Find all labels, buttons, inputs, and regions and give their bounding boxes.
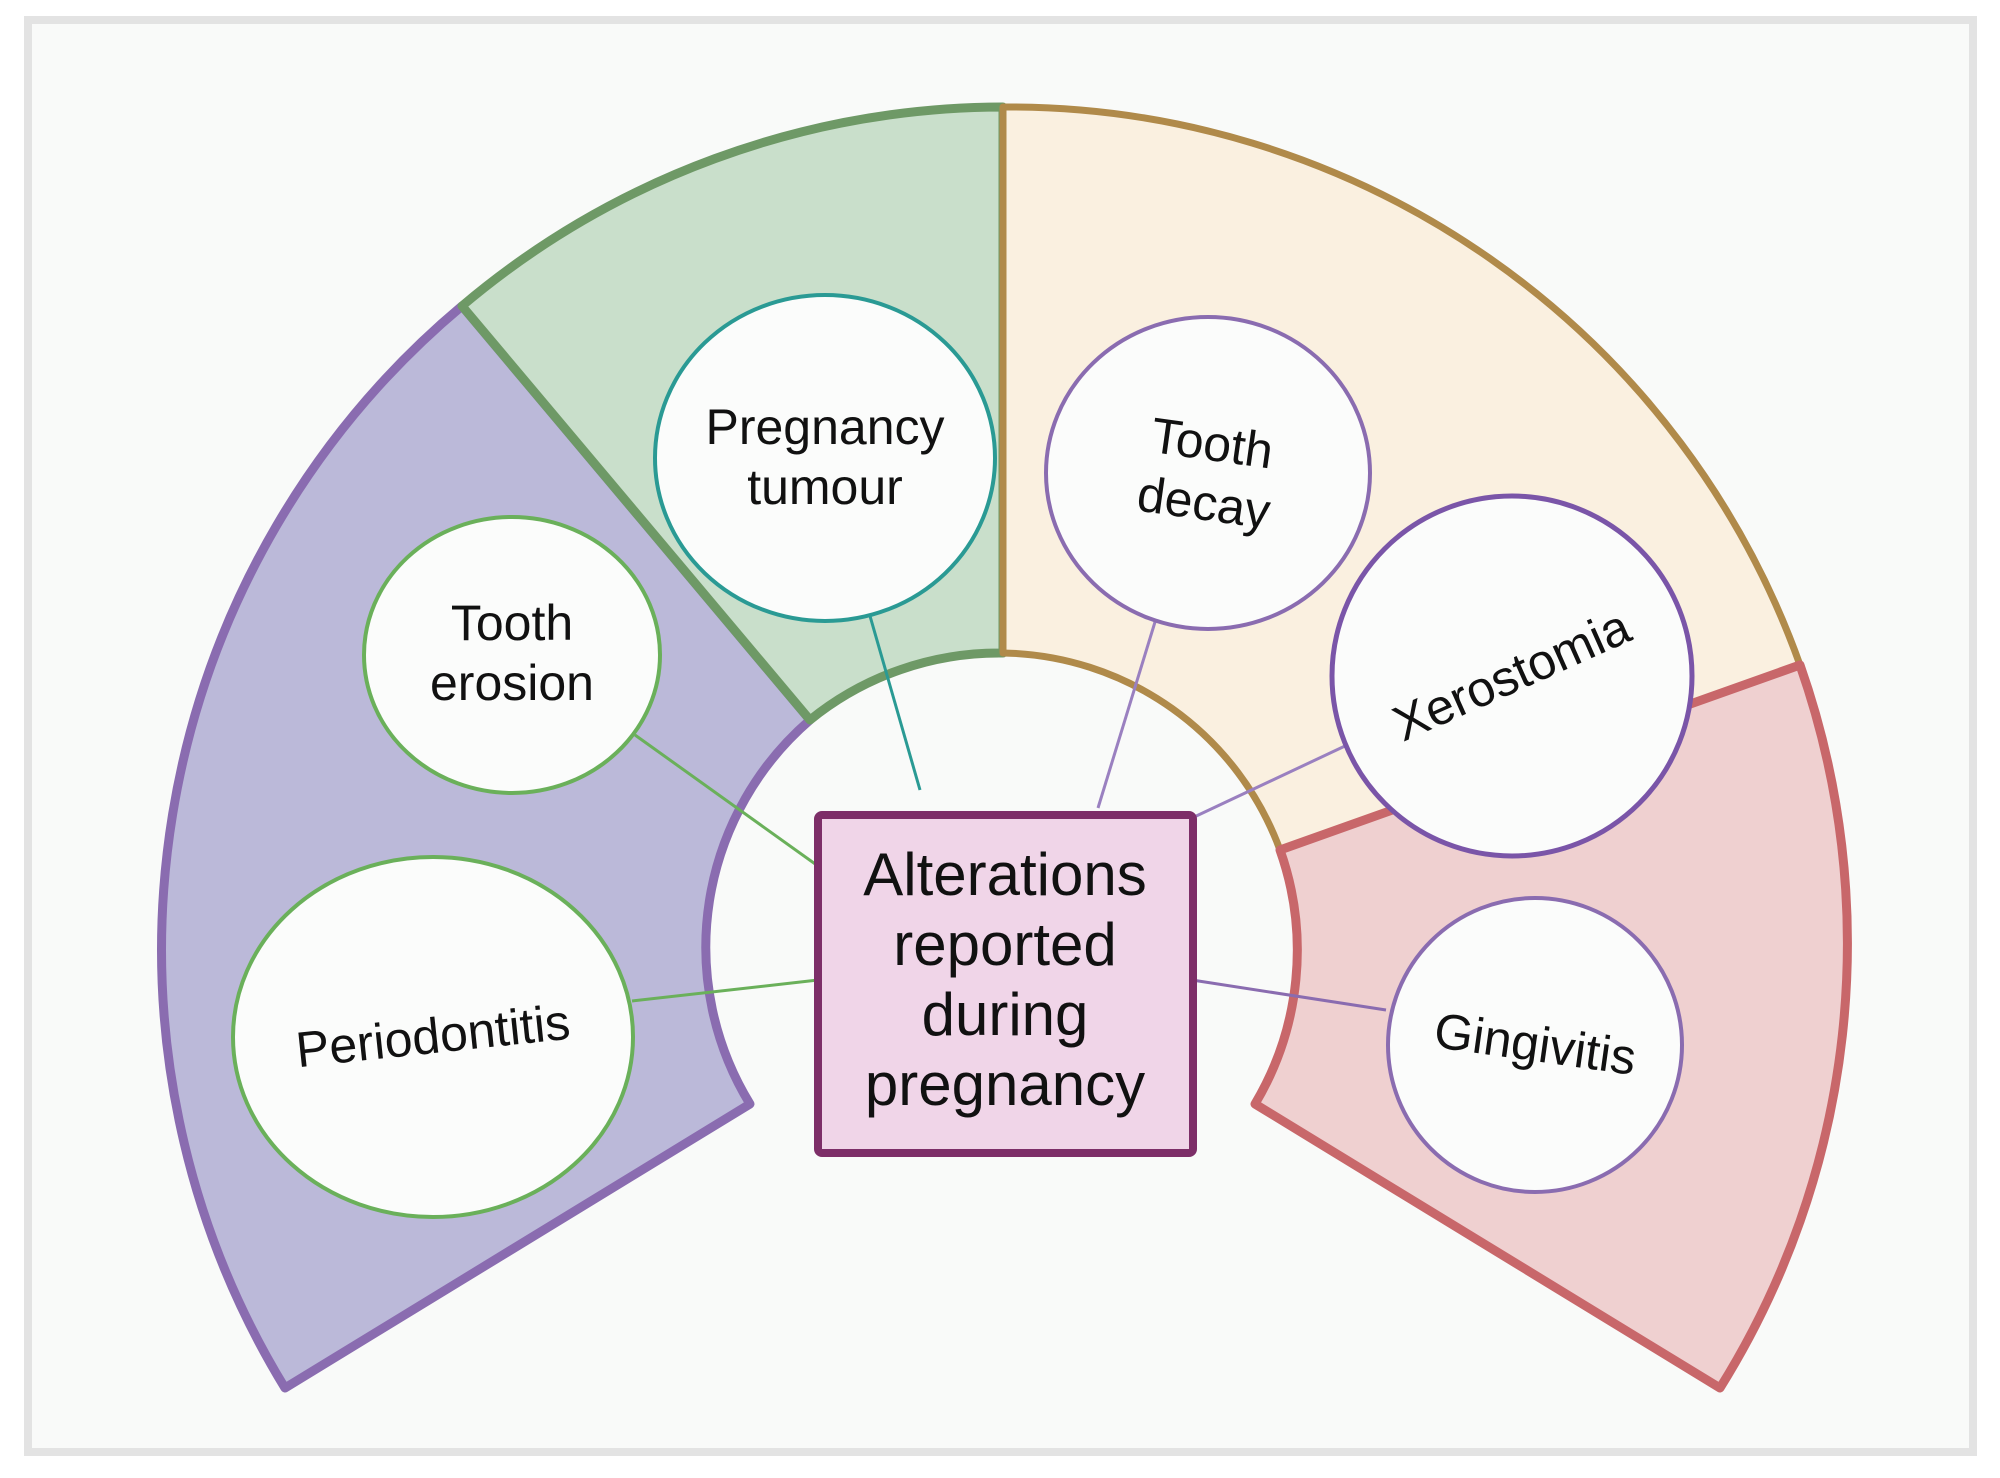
- node-tooth-erosion-line2: erosion: [430, 655, 594, 711]
- node-pregnancy-tumour-line2: tumour: [747, 459, 903, 515]
- center-line3: during: [922, 981, 1089, 1048]
- node-periodontitis: Periodontitis: [231, 855, 635, 1219]
- connector-xerostomia: [1191, 744, 1346, 820]
- node-xerostomia: Xerostomia: [1329, 493, 1695, 859]
- connector-tooth-erosion: [634, 733, 819, 868]
- node-tooth-decay: Tooth decay: [1044, 315, 1372, 631]
- center-line1: Alterations: [863, 841, 1146, 908]
- node-gingivitis: Gingivitis: [1386, 896, 1684, 1194]
- connector-periodontitis: [631, 978, 819, 1003]
- center-line2: reported: [893, 911, 1116, 978]
- node-tooth-erosion: Tooth erosion: [362, 515, 662, 795]
- center-box: Alterations reported during pregnancy: [814, 811, 1197, 1157]
- connector-gingivitis: [1191, 978, 1387, 1012]
- node-tooth-erosion-line1: Tooth: [451, 595, 573, 651]
- center-line4: pregnancy: [865, 1051, 1145, 1118]
- node-pregnancy-tumour-line1: Pregnancy: [705, 399, 944, 455]
- node-pregnancy-tumour: Pregnancy tumour: [653, 293, 997, 623]
- connector-pregnancy-tumour: [868, 615, 922, 791]
- connector-tooth-decay: [1096, 621, 1157, 809]
